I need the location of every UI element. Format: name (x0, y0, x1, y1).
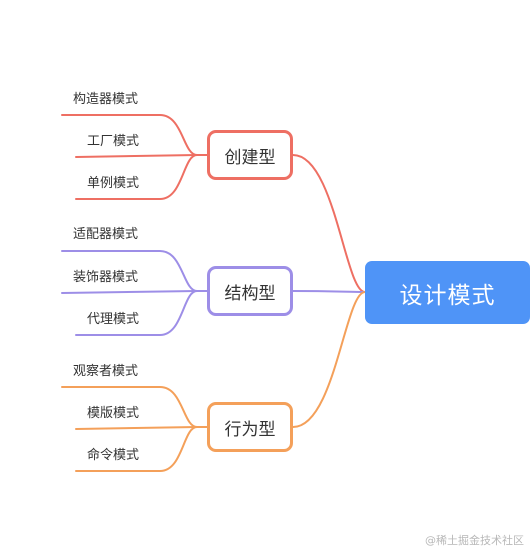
root-to-branch-link (292, 291, 366, 428)
leaf-command-pattern[interactable]: 命令模式 (87, 448, 140, 463)
leaf-proxy-pattern[interactable]: 代理模式 (87, 312, 140, 327)
branch-node-structural[interactable]: 结构型 (207, 266, 293, 316)
leaf-adapter-pattern[interactable]: 适配器模式 (73, 227, 139, 242)
leaf-decorator-pattern[interactable]: 装饰器模式 (73, 270, 139, 285)
leaf-underline (75, 290, 198, 336)
leaf-observer-pattern[interactable]: 观察者模式 (73, 364, 139, 379)
leaf-underline (61, 114, 198, 156)
watermark: @稀土掘金技术社区 (425, 534, 524, 547)
root-node[interactable]: 设计模式 (365, 261, 530, 324)
leaf-underline (75, 154, 198, 200)
root-to-branch-link (292, 290, 366, 293)
leaf-underline (61, 290, 198, 294)
root-to-branch-link (292, 154, 366, 293)
branch-node-creational[interactable]: 创建型 (207, 130, 293, 180)
leaf-constructor-pattern[interactable]: 构造器模式 (73, 92, 139, 107)
leaf-underline (75, 426, 198, 472)
leaf-underline (61, 250, 198, 292)
leaf-underline (61, 386, 198, 428)
branch-node-behavioral[interactable]: 行为型 (207, 402, 293, 452)
leaf-factory-pattern[interactable]: 工厂模式 (87, 134, 140, 149)
leaf-underline (75, 426, 198, 430)
leaf-underline (75, 154, 198, 158)
leaf-singleton-pattern[interactable]: 单例模式 (87, 176, 140, 191)
leaf-template-pattern[interactable]: 模版模式 (87, 406, 140, 421)
